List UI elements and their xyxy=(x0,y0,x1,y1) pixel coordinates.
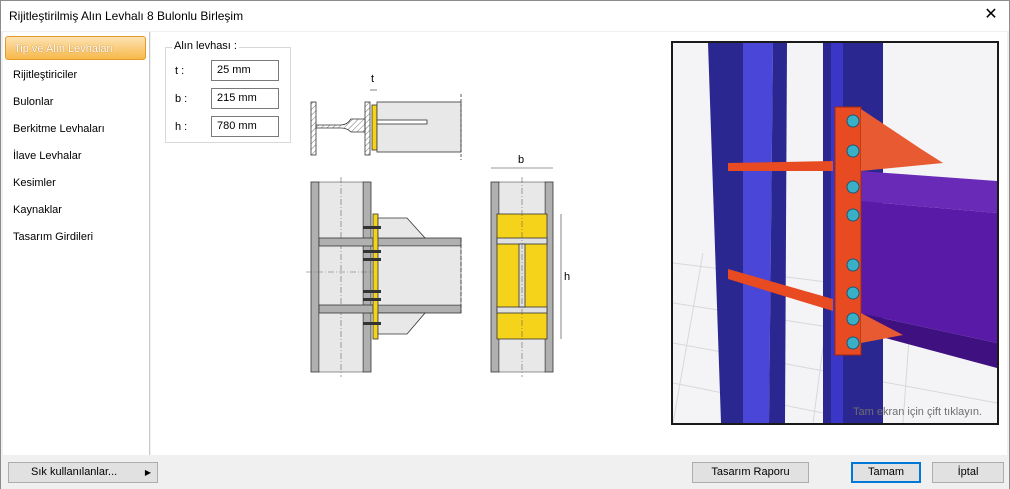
dim-b-label: b xyxy=(518,154,524,166)
viewport-hint: Tam ekran için çift tıklayın. xyxy=(853,406,982,418)
front-elevation-view: b h xyxy=(490,154,570,377)
cancel-button[interactable]: İptal xyxy=(932,462,1004,483)
side-elevation-view xyxy=(306,177,462,377)
b-label: b : xyxy=(175,93,188,105)
plate-groupbox: Alın levhası : t : 25 mm b : 215 mm h : … xyxy=(165,40,291,143)
3d-model-render xyxy=(673,43,997,423)
t-input[interactable]: 25 mm xyxy=(211,60,279,81)
sidebar-item-rijitlestiriciler[interactable]: Rijitleştiriciler xyxy=(13,69,78,81)
sidebar-item-tasarim-girdileri[interactable]: Tasarım Girdileri xyxy=(13,231,94,243)
sidebar: Tip ve Alın Levhaları Rijitleştiriciler … xyxy=(3,32,150,455)
sidebar-item-berkitme-levhalari[interactable]: Berkitme Levhaları xyxy=(13,123,105,135)
sidebar-item-bulonlar[interactable]: Bulonlar xyxy=(13,96,54,108)
dim-h-label: h xyxy=(564,271,570,283)
top-section-view: t xyxy=(310,73,462,160)
chevron-right-icon: ▶ xyxy=(144,468,151,477)
plate-group-label: Alın levhası : xyxy=(172,40,239,52)
sidebar-item-ilave-levhalar[interactable]: İlave Levhalar xyxy=(13,150,82,162)
t-label: t : xyxy=(175,65,185,77)
close-icon[interactable]: ✕ xyxy=(984,6,998,23)
content-panel: Alın levhası : t : 25 mm b : 215 mm h : … xyxy=(151,32,1007,455)
sidebar-item-tip-ve-alin-levhalari[interactable]: Tip ve Alın Levhaları xyxy=(5,36,146,60)
sidebar-item-kesimler[interactable]: Kesimler xyxy=(13,177,56,189)
window-title: Rijitleştirilmiş Alın Levhalı 8 Bulonlu … xyxy=(9,9,244,23)
h-label: h : xyxy=(175,121,188,133)
favorites-button[interactable]: Sık kullanılanlar... ▶ xyxy=(8,462,158,483)
ok-button[interactable]: Tamam xyxy=(851,462,921,483)
favorites-label: Sık kullanılanlar... xyxy=(31,466,118,478)
3d-viewport[interactable]: Tam ekran için çift tıklayın. xyxy=(671,41,999,425)
dim-t-label: t xyxy=(371,73,374,85)
connection-drawing: t xyxy=(306,73,570,377)
b-input[interactable]: 215 mm xyxy=(211,88,279,109)
footer-bar: Sık kullanılanlar... ▶ Tasarım Raporu Ta… xyxy=(1,456,1009,489)
sidebar-item-kaynaklar[interactable]: Kaynaklar xyxy=(13,204,62,216)
title-bar: Rijitleştirilmiş Alın Levhalı 8 Bulonlu … xyxy=(1,1,1009,31)
h-input[interactable]: 780 mm xyxy=(211,116,279,137)
design-report-button[interactable]: Tasarım Raporu xyxy=(692,462,809,483)
